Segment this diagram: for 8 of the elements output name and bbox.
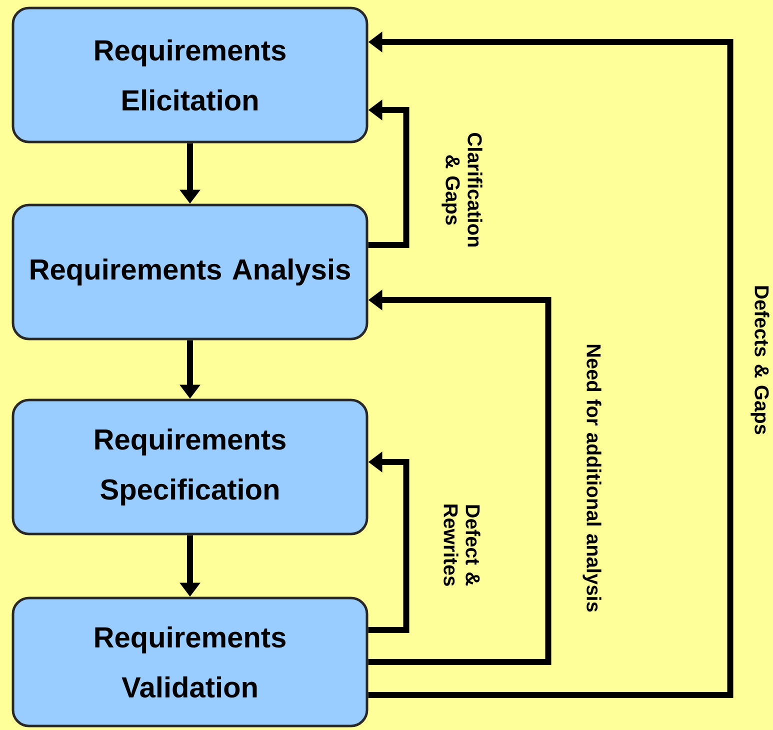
edge-label: Need for additional analysis <box>582 344 602 612</box>
edge-label: Defect & Rewrites <box>444 504 480 586</box>
edge-label: Clarification & Gaps <box>442 133 482 247</box>
edge-label: Defects & Gaps <box>750 286 770 434</box>
process-box: Requirements Validation <box>12 596 368 728</box>
process-box: Requirements Specification <box>12 398 368 536</box>
process-box: Requirements Elicitation <box>12 6 368 144</box>
process-box: Requirements Analysis <box>12 204 368 340</box>
